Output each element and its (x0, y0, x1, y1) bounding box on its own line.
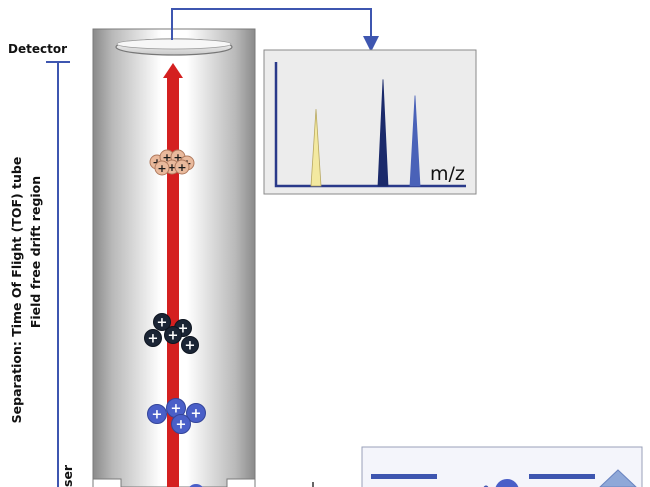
mass-spectrum-panel (263, 49, 477, 195)
bottom-cut-label: ser (60, 464, 75, 487)
detector-plate-top (116, 38, 232, 50)
source-diamond-partial (599, 469, 637, 487)
tube-notch-left (92, 478, 122, 487)
drift-region-label: Field free drift region (28, 176, 43, 328)
light-ion-charge: + (162, 151, 171, 164)
peak-navy (377, 79, 389, 187)
blue-ion-partial (189, 484, 203, 487)
dark-ion-charge: + (168, 329, 179, 344)
flight-path-arrow-shaft (167, 76, 179, 487)
light-ion (174, 159, 190, 175)
peak-blue (409, 95, 421, 187)
dark-ion-charge: + (178, 322, 189, 337)
light-ion-charge: + (157, 162, 166, 175)
flight-path-arrow-head (163, 63, 183, 78)
mz-axis-label: m/z (430, 163, 465, 185)
dark-ion-cluster: +++++ (144, 313, 199, 354)
dark-ion (164, 326, 182, 344)
dark-ion-charge: + (157, 316, 168, 331)
light-ion-cluster: +++++++ (149, 149, 195, 176)
light-ion-charge: + (167, 161, 176, 174)
blue-ion (186, 403, 206, 423)
dark-ion (144, 329, 162, 347)
dark-ion-charge: + (185, 339, 196, 354)
tof-tube-label: Separation: Time Of Flight (TOF) tube (9, 157, 24, 424)
peak-yellow (310, 109, 322, 187)
blue-ion-charge: + (191, 407, 202, 422)
light-ion (154, 160, 170, 176)
tube-notch-right (226, 478, 256, 487)
blue-ion-charge: + (171, 402, 182, 417)
source-plate-right (529, 474, 595, 479)
dark-ion (181, 336, 199, 354)
blue-ion (171, 414, 191, 434)
dark-ion (153, 313, 171, 331)
blue-ion-charge: + (152, 408, 163, 423)
blue-ion-charge: + (176, 418, 187, 433)
detector-label: Detector (8, 42, 67, 56)
blue-ion-cluster: ++++ (147, 398, 206, 434)
spectrum-peaks (310, 79, 421, 187)
light-ion-charge: + (177, 161, 186, 174)
detector-to-spectrum-connector (171, 8, 379, 52)
source-plate-left (371, 474, 437, 479)
spectrum-axes (274, 62, 466, 188)
light-ion-charge: + (173, 151, 182, 164)
blue-ion (147, 404, 167, 424)
partial-ion-bottom (189, 484, 203, 487)
source-ion-partial (495, 479, 519, 487)
dark-ion-charge: + (148, 332, 159, 347)
